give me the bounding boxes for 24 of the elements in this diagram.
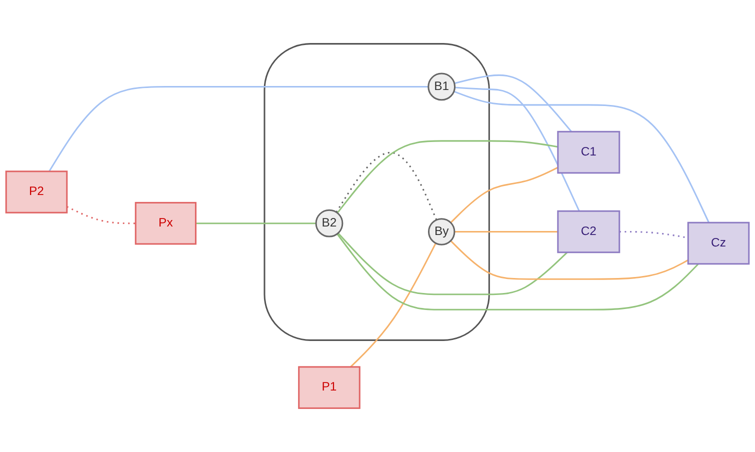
connector [454,230,558,232]
node-box: P1 [298,366,360,409]
connector [66,206,136,224]
node-box: C2 [557,210,620,254]
connector [196,222,316,224]
connector [336,152,438,220]
node-circle: B1 [428,72,456,101]
cluster [264,43,490,341]
connector [454,86,580,212]
connector [350,242,436,368]
node-box: Px [134,202,196,245]
connector [336,140,558,214]
connector [450,240,688,280]
connector [338,232,568,296]
node-box: C1 [557,130,620,174]
connector [454,74,572,132]
connector [450,166,558,224]
node-circle: B2 [315,209,344,238]
node-circle: By [428,218,456,246]
connector [48,86,428,172]
connector [454,90,710,223]
node-box: P2 [5,170,68,214]
connector [336,233,699,310]
node-box: Cz [687,222,750,265]
